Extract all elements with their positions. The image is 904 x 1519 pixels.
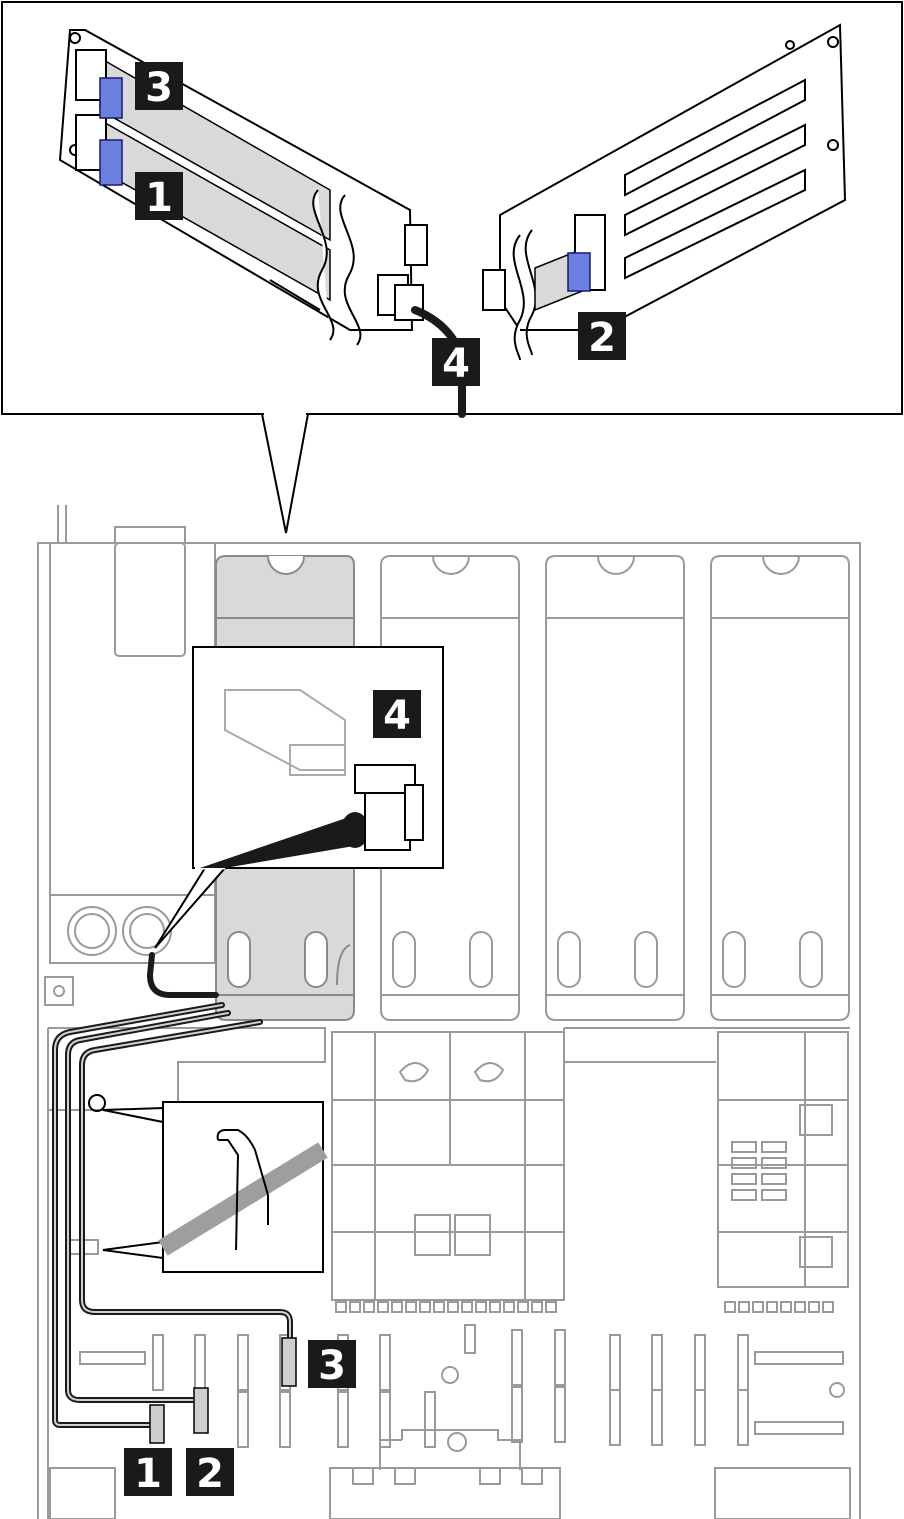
callout-4-top: 4 xyxy=(432,338,480,387)
top-inset: 3 1 4 2 xyxy=(1,1,903,534)
riser-bay-3 xyxy=(545,555,685,1021)
latch-icon xyxy=(567,252,591,292)
cables xyxy=(52,952,297,1444)
svg-text:1: 1 xyxy=(145,175,173,221)
callout-2-chassis: 2 xyxy=(186,1448,234,1497)
latch-icon xyxy=(99,77,123,119)
callout-3-top: 3 xyxy=(135,62,183,111)
connector-strip xyxy=(335,1301,834,1313)
callout-2-top: 2 xyxy=(578,312,626,361)
bottom-connectors xyxy=(49,1467,851,1519)
svg-text:3: 3 xyxy=(318,1343,346,1389)
callout-4-chassis: 4 xyxy=(373,690,421,739)
inset-pointer xyxy=(260,413,310,534)
svg-text:2: 2 xyxy=(588,315,616,361)
callout-1-top: 1 xyxy=(135,172,183,221)
latch-icon xyxy=(99,139,123,186)
chassis: 4 3 1 2 xyxy=(37,505,861,1519)
cable-clip-inset xyxy=(67,1094,328,1273)
svg-text:3: 3 xyxy=(145,65,173,111)
heatsink xyxy=(331,1031,565,1301)
riser-bay-4 xyxy=(710,555,850,1021)
svg-text:1: 1 xyxy=(134,1451,162,1497)
callout-1-chassis: 1 xyxy=(124,1448,172,1497)
slot-rows xyxy=(79,1324,845,1470)
svg-text:4: 4 xyxy=(383,693,411,739)
power-connector-inset xyxy=(154,646,444,949)
riser-bay-2 xyxy=(380,555,520,1021)
right-module xyxy=(717,1031,849,1288)
callout-3-chassis: 3 xyxy=(308,1340,356,1389)
svg-text:2: 2 xyxy=(196,1451,224,1497)
right-riser-card xyxy=(482,23,847,361)
svg-text:4: 4 xyxy=(442,341,470,387)
